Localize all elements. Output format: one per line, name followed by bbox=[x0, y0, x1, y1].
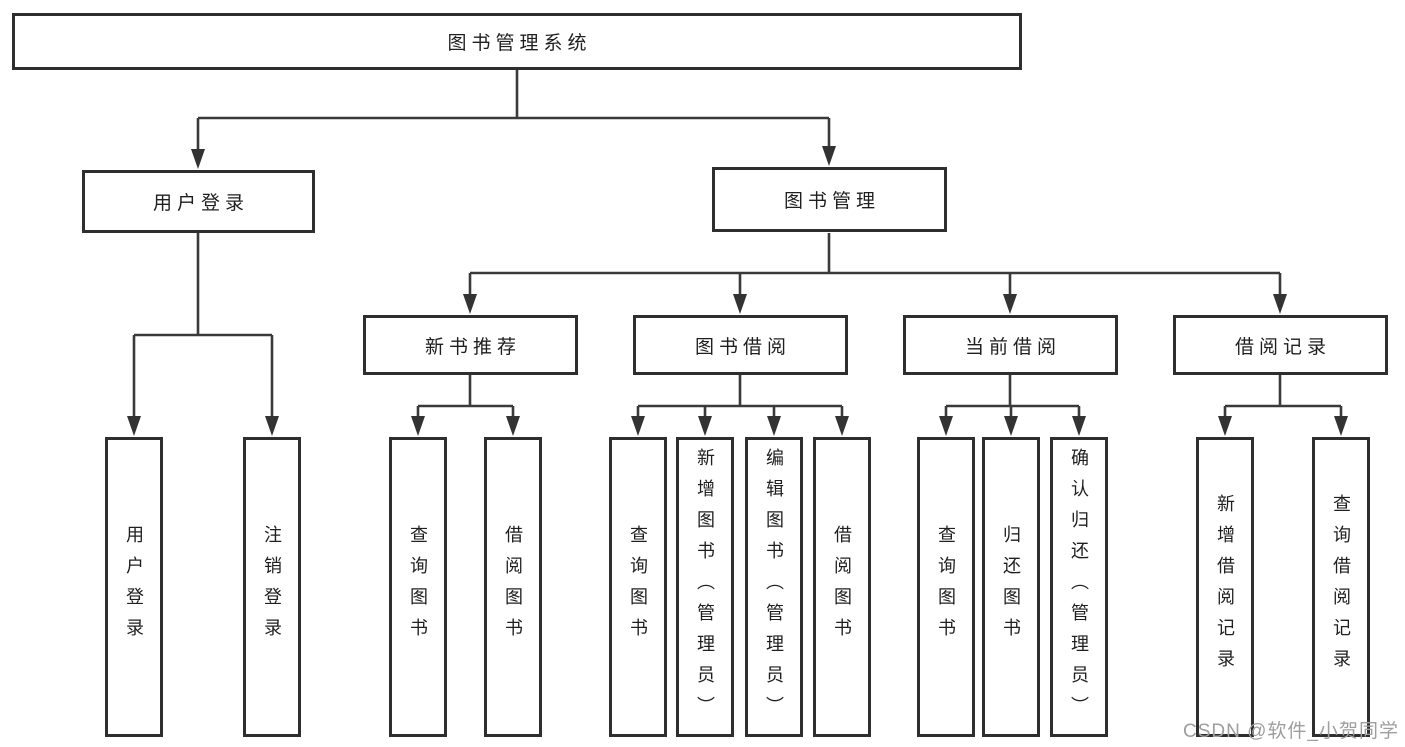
arrowhead-icon bbox=[191, 149, 205, 169]
arrowhead-icon bbox=[822, 146, 836, 166]
arrowhead-icon bbox=[767, 416, 781, 436]
arrowhead-icon bbox=[411, 416, 425, 436]
csdn-watermark: CSDN @软件_小贺同学 bbox=[1183, 721, 1399, 742]
node-current-borrowing: 当前借阅 bbox=[903, 315, 1118, 375]
arrowhead-icon bbox=[1218, 416, 1232, 436]
leaf-logout-login: 注销登录 bbox=[243, 437, 301, 737]
connector-lines bbox=[132, 70, 1343, 419]
arrowhead-icon bbox=[265, 416, 279, 436]
leaf-borrow-books-borrowing: 借阅图书 bbox=[813, 437, 871, 737]
arrowhead-icon bbox=[1273, 294, 1287, 314]
leaf-user-login: 用户登录 bbox=[105, 437, 163, 737]
leaf-add-books-admin: 新增图书（管理员） bbox=[676, 437, 734, 737]
arrowhead-icon bbox=[631, 416, 645, 436]
node-label: 用户登录 bbox=[152, 193, 249, 214]
node-user-login: 用户登录 bbox=[82, 170, 315, 233]
arrowhead-icon bbox=[463, 294, 477, 314]
leaf-borrow-books-recommend: 借阅图书 bbox=[484, 437, 542, 737]
arrowhead-icon bbox=[939, 416, 953, 436]
leaf-query-borrow-record: 查询借阅记录 bbox=[1312, 437, 1370, 737]
node-label: 注销登录 bbox=[262, 525, 282, 649]
node-label: 借阅图书 bbox=[503, 525, 523, 649]
arrowhead-icon bbox=[1004, 416, 1018, 436]
node-label: 当前借阅 bbox=[964, 336, 1061, 358]
arrowhead-icon bbox=[506, 416, 520, 436]
arrowhead-icon bbox=[1003, 294, 1017, 314]
arrowhead-group bbox=[127, 146, 1348, 436]
node-new-book-recommend: 新书推荐 bbox=[363, 315, 578, 375]
leaf-return-books: 归还图书 bbox=[982, 437, 1040, 737]
node-label: 借阅图书 bbox=[832, 525, 852, 649]
node-label: 编辑图书（管理员） bbox=[764, 447, 784, 727]
arrowhead-icon bbox=[1072, 416, 1086, 436]
node-label: 归还图书 bbox=[1001, 525, 1021, 649]
leaf-query-books-current: 查询图书 bbox=[917, 437, 975, 737]
node-root-system: 图书管理系统 bbox=[12, 13, 1022, 70]
leaf-query-books-borrowing: 查询图书 bbox=[609, 437, 667, 737]
node-label: 用户登录 bbox=[124, 525, 144, 649]
node-label: 图书管理 bbox=[783, 191, 880, 212]
node-book-management: 图书管理 bbox=[712, 167, 947, 232]
node-label: 图书借阅 bbox=[694, 336, 791, 358]
arrowhead-icon bbox=[698, 416, 712, 436]
node-label: 查询图书 bbox=[628, 525, 648, 649]
node-label: 确认归还（管理员） bbox=[1069, 447, 1089, 727]
node-label: 新增借阅记录 bbox=[1215, 494, 1235, 680]
leaf-confirm-return-admin: 确认归还（管理员） bbox=[1050, 437, 1108, 737]
node-label: 新书推荐 bbox=[424, 336, 521, 358]
node-label: 新增图书（管理员） bbox=[695, 447, 715, 727]
leaf-add-borrow-record: 新增借阅记录 bbox=[1196, 437, 1254, 737]
leaf-edit-books-admin: 编辑图书（管理员） bbox=[745, 437, 803, 737]
node-book-borrowing: 图书借阅 bbox=[633, 315, 848, 375]
node-label: 借阅记录 bbox=[1234, 336, 1331, 358]
node-label: 图书管理系统 bbox=[447, 33, 592, 54]
node-label: 查询图书 bbox=[936, 525, 956, 649]
arrowhead-icon bbox=[127, 416, 141, 436]
arrowhead-icon bbox=[1334, 416, 1348, 436]
leaf-query-books-recommend: 查询图书 bbox=[389, 437, 447, 737]
node-label: 查询借阅记录 bbox=[1331, 494, 1351, 680]
node-borrowing-records: 借阅记录 bbox=[1173, 315, 1388, 375]
arrowhead-icon bbox=[733, 294, 747, 314]
node-label: 查询图书 bbox=[408, 525, 428, 649]
arrowhead-icon bbox=[835, 416, 849, 436]
